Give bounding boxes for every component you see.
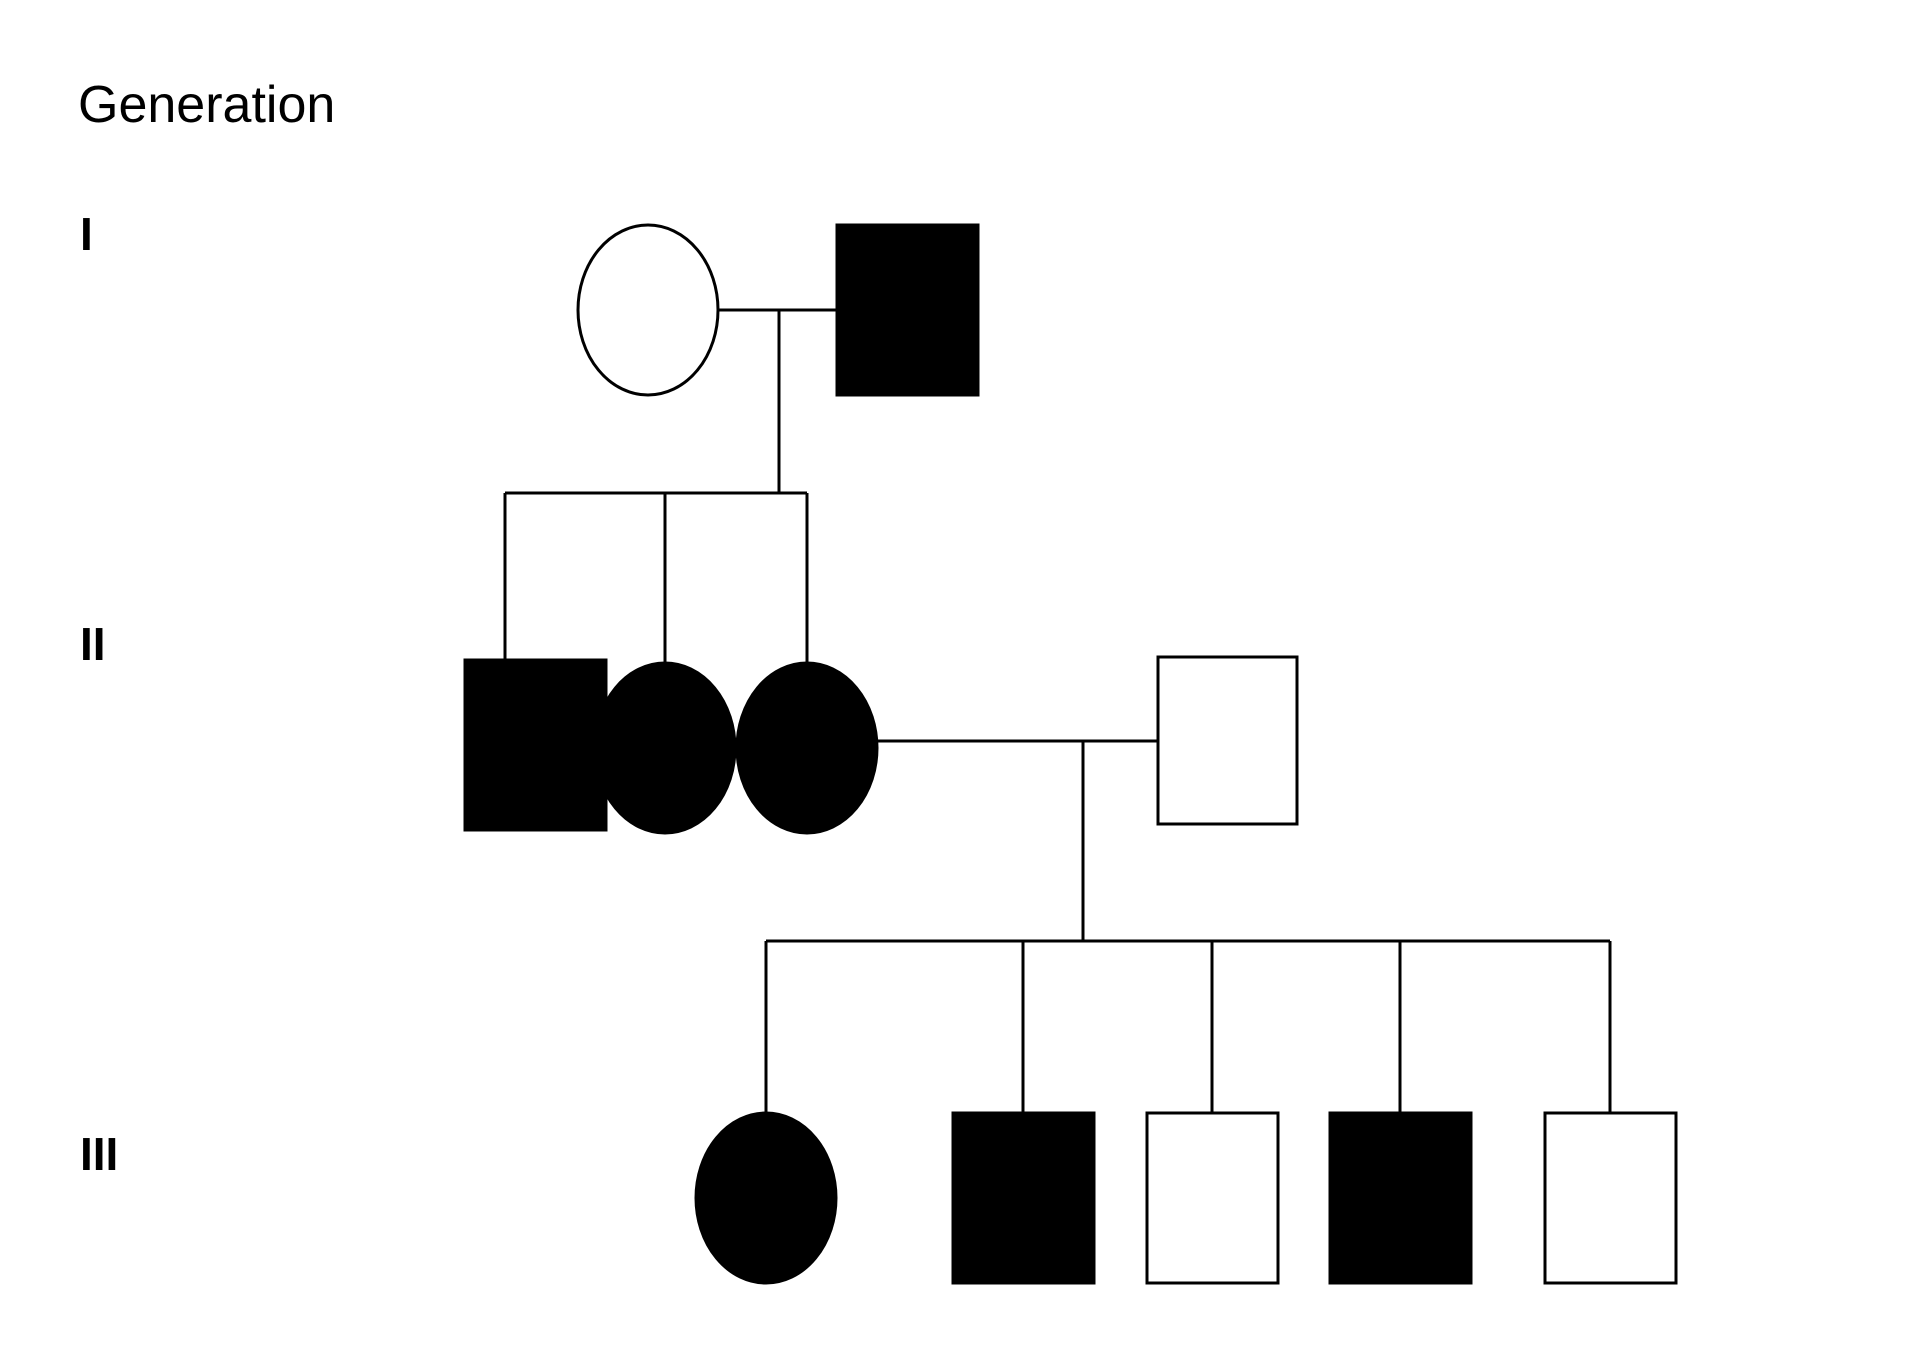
generation-label-ii: II <box>80 618 106 670</box>
individual-iii-3-male-unaffected[interactable] <box>1145 1111 1280 1285</box>
individual-ii-3-female-affected[interactable] <box>735 661 879 835</box>
individual-iii-1-female-affected[interactable] <box>694 1111 838 1285</box>
page-title: Generation <box>78 76 335 134</box>
generation-label-iii: III <box>80 1128 118 1180</box>
individual-ii-1-male-affected[interactable] <box>463 658 608 832</box>
individual-iii-5-male-unaffected[interactable] <box>1543 1111 1678 1285</box>
individual-iii-2-male-affected[interactable] <box>951 1111 1096 1285</box>
individual-i-2-male-affected[interactable] <box>835 223 980 397</box>
individual-ii-4-male-unaffected[interactable] <box>1156 655 1299 826</box>
individual-i-1-female-unaffected[interactable] <box>576 223 720 397</box>
individual-iii-4-male-affected[interactable] <box>1328 1111 1473 1285</box>
individual-ii-2-female-affected[interactable] <box>593 661 737 835</box>
generation-label-i: I <box>80 208 93 260</box>
